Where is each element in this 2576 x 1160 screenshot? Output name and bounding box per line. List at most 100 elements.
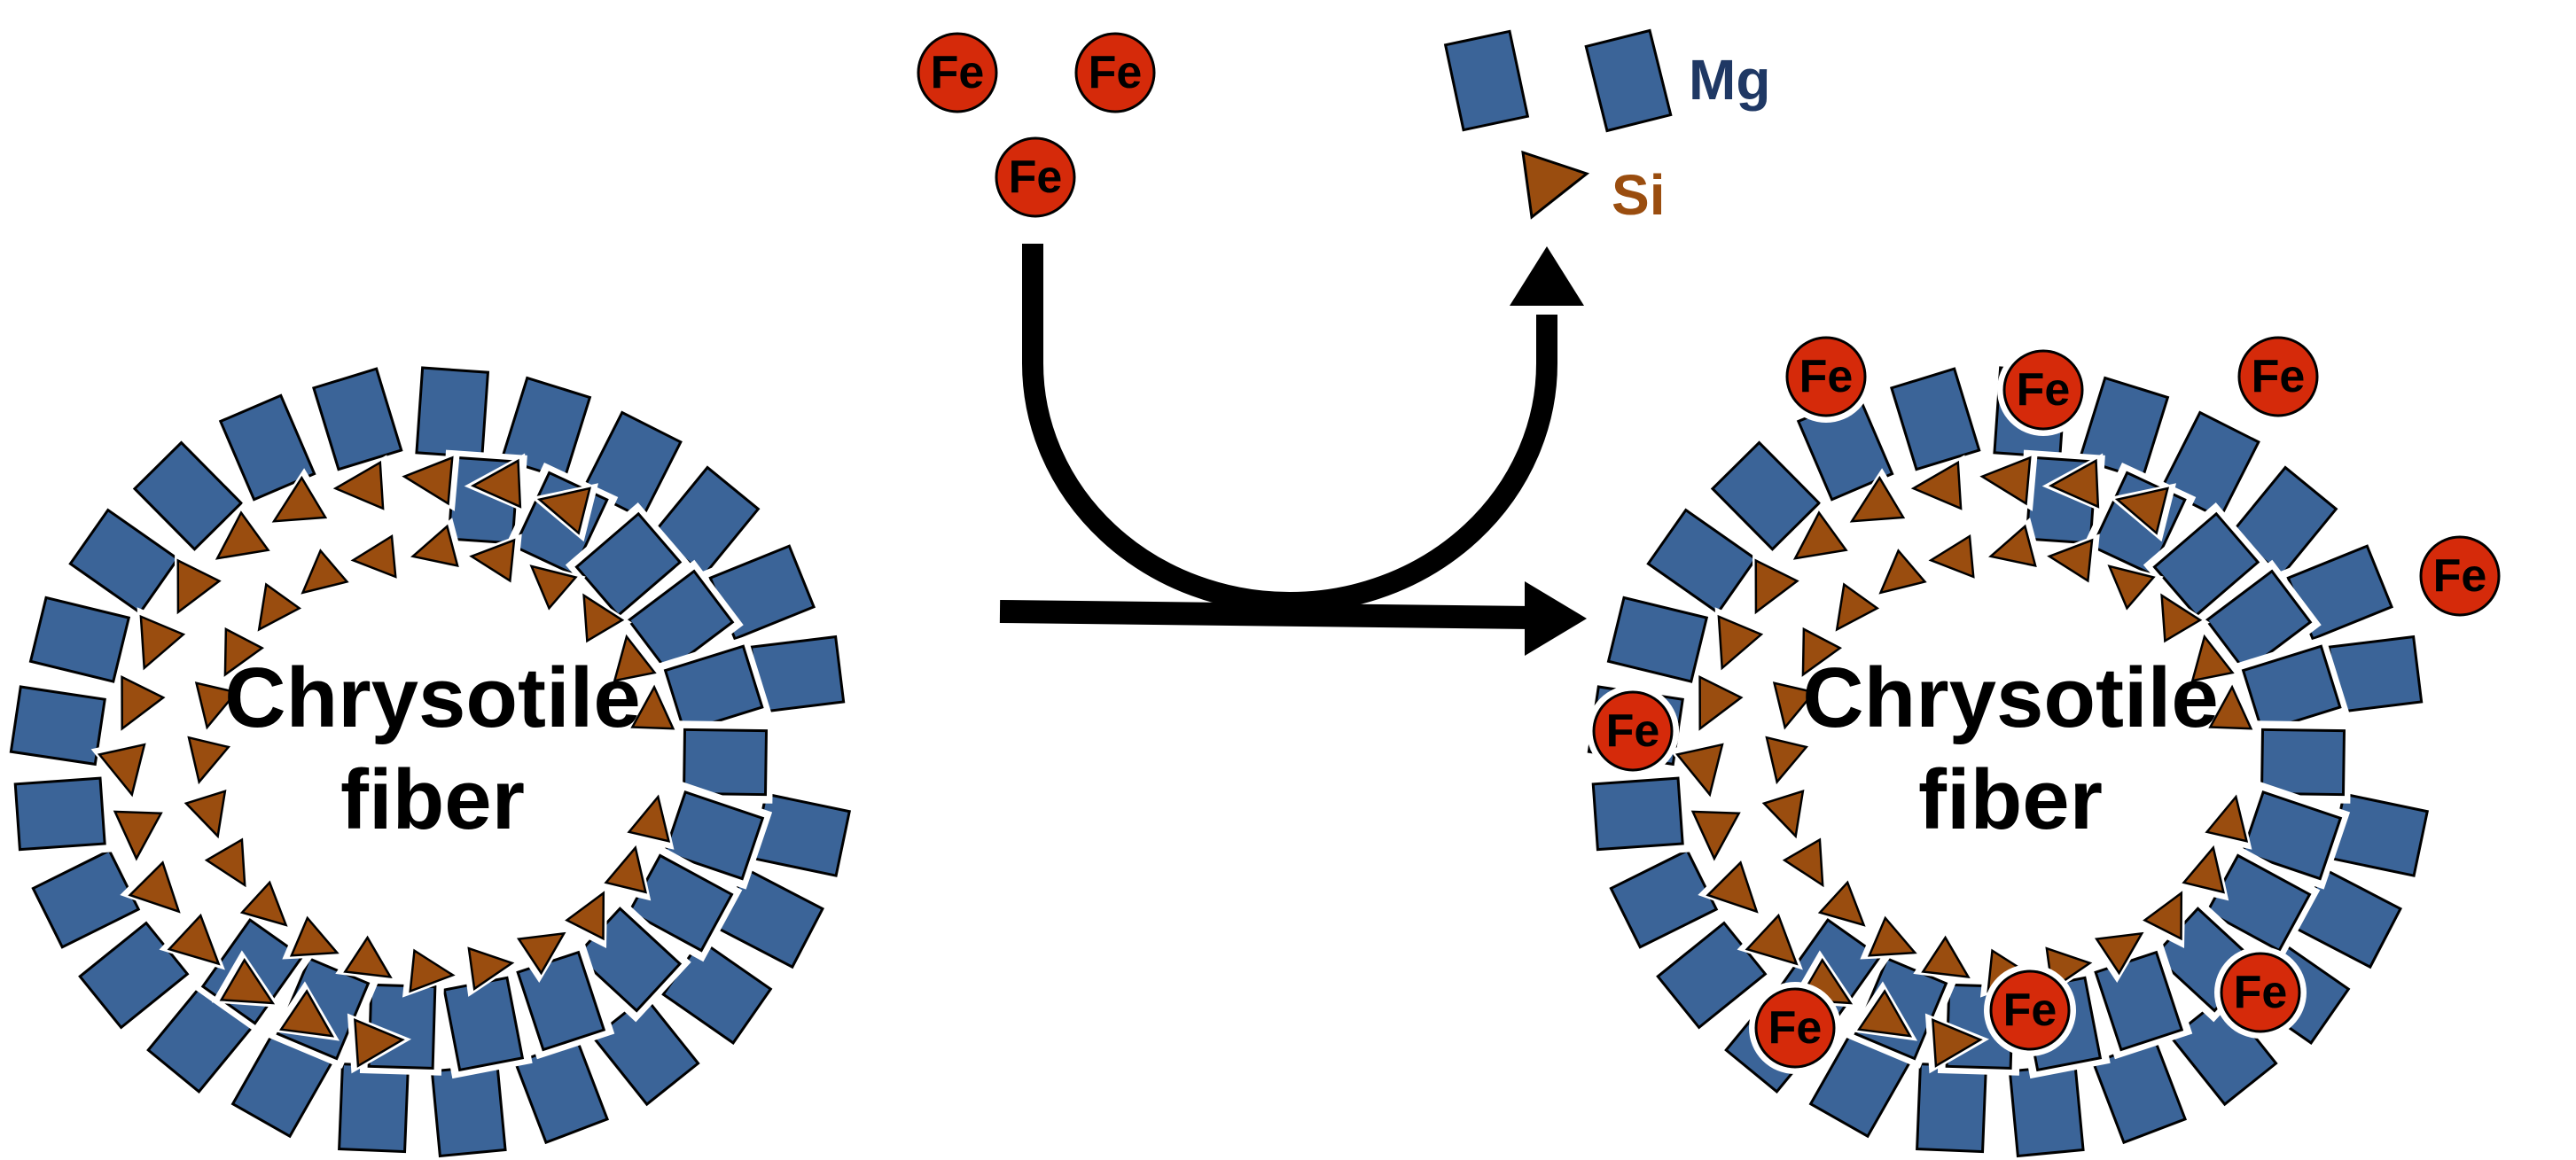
si-tetrahedron [1698,675,1744,731]
si-tetrahedron [239,880,288,927]
fe-ion-circle [1074,32,1156,113]
fe-ion-label: Fe [1089,47,1143,98]
fe-ion-circle [2220,952,2301,1033]
si-tetrahedron [604,845,648,894]
si-tetrahedron [2107,564,2156,611]
si-tetrahedron [1867,915,1917,957]
mg-block [218,393,316,502]
si-tetrahedron [2182,845,2226,894]
si-tetrahedron [2047,538,2094,583]
fiber-before-label-line2: fiber [340,752,525,847]
si-tetrahedron [2143,891,2183,941]
mg-block [1606,596,1709,683]
fe-ion-circle [995,136,1076,218]
si-tetrahedron [223,627,265,677]
si-tetrahedron [627,794,671,843]
mg-block [1890,367,1981,471]
si-tetrahedron [1792,510,1848,560]
fe-ion: Fe [2237,336,2319,417]
fe-ion-circle [2419,535,2501,617]
mg-block [132,440,244,551]
si-tetrahedron [271,475,328,523]
fe-ion: Fe [2419,535,2501,617]
si-tetrahedron [1856,989,1913,1038]
mg-block [31,848,141,949]
fiber-after-label-line1: Chrysotile [1802,650,2218,745]
fe-ion-label: Fe [2252,351,2306,402]
si-tetrahedron [1690,810,1741,861]
mg-block [415,366,490,459]
si-tetrahedron [516,931,566,976]
mg-block [430,1063,507,1158]
si-tetrahedron [2048,458,2100,509]
mg-block [591,994,700,1107]
si-tetrahedron [278,989,335,1038]
si-tetrahedron [1878,549,1927,595]
si-tetrahedron [1706,860,1759,914]
fe-ion: Fe [1785,336,1867,417]
si-tetrahedron [1979,455,2032,506]
si-tetrahedron [121,675,166,731]
si-tetrahedron [2205,794,2249,843]
si-tetrahedron [187,736,230,785]
si-tetrahedron [470,458,522,509]
fe-ion-label: Fe [1606,705,1660,757]
fe-ion-circle [1592,690,1674,772]
fe-ion-circle [917,32,998,113]
si-tetrahedron [354,1017,405,1068]
fe-ion: Fe [1592,690,1674,772]
mg-block [2241,790,2343,881]
mg-block [2205,569,2313,673]
mg-block [574,511,683,618]
mg-block [627,569,735,673]
si-tetrahedron [219,957,276,1005]
si-tetrahedron [469,538,516,583]
mg-block [682,728,769,797]
fe-ion-label: Fe [2017,364,2071,416]
mg-block [2008,1063,2085,1158]
mg-block [1591,776,1684,852]
mg-block [2260,728,2346,797]
si-tetrahedron [167,913,221,966]
si-tetrahedron [1754,558,1799,615]
mg-block [13,776,106,852]
fiber-before [2,359,859,1160]
mg-block [1609,848,1719,949]
si-tetrahedron [2190,634,2235,682]
fe-ion-label: Fe [1768,1002,1823,1054]
si-tetrahedron [1745,913,1799,966]
si-tetrahedron [1849,475,1906,523]
mg-block [9,685,106,767]
fe-ion: Fe [2002,349,2084,431]
released-species: Mg Si [1443,28,1770,227]
fe-ion-circle [1785,336,1867,417]
si-tetrahedron [409,948,456,993]
si-tetrahedron [1988,524,2037,568]
mg-block [500,376,592,481]
reaction-arrow [999,581,1587,656]
si-tetrahedron [467,946,515,991]
si-tetrahedron [1928,533,1975,579]
fe-ion: Fe [1074,32,1156,113]
si-tetrahedron [1921,935,1971,979]
si-tetrahedron [2114,487,2170,535]
fe-ion: Fe [995,136,1076,218]
si-tetrahedron [1801,627,1843,677]
si-tetrahedron [204,837,246,888]
si-tetrahedron [1765,736,1808,785]
si-tetrahedron [194,681,238,730]
mg-block [663,790,765,881]
si-tetrahedron [113,810,163,861]
fe-ion-circle [1754,987,1836,1069]
fe-ion-label: Fe [931,47,985,98]
fe-ion-circle [2237,336,2319,417]
mg-block [338,1063,410,1154]
fiber-before-label-line1: Chrysotile [224,650,640,745]
si-tetrahedron [97,743,146,798]
si-tetrahedron [301,549,349,595]
si-tetrahedron [176,558,222,615]
mg-block [2241,644,2342,734]
si-tetrahedron [2094,931,2144,976]
si-label: Si [1612,163,1665,227]
